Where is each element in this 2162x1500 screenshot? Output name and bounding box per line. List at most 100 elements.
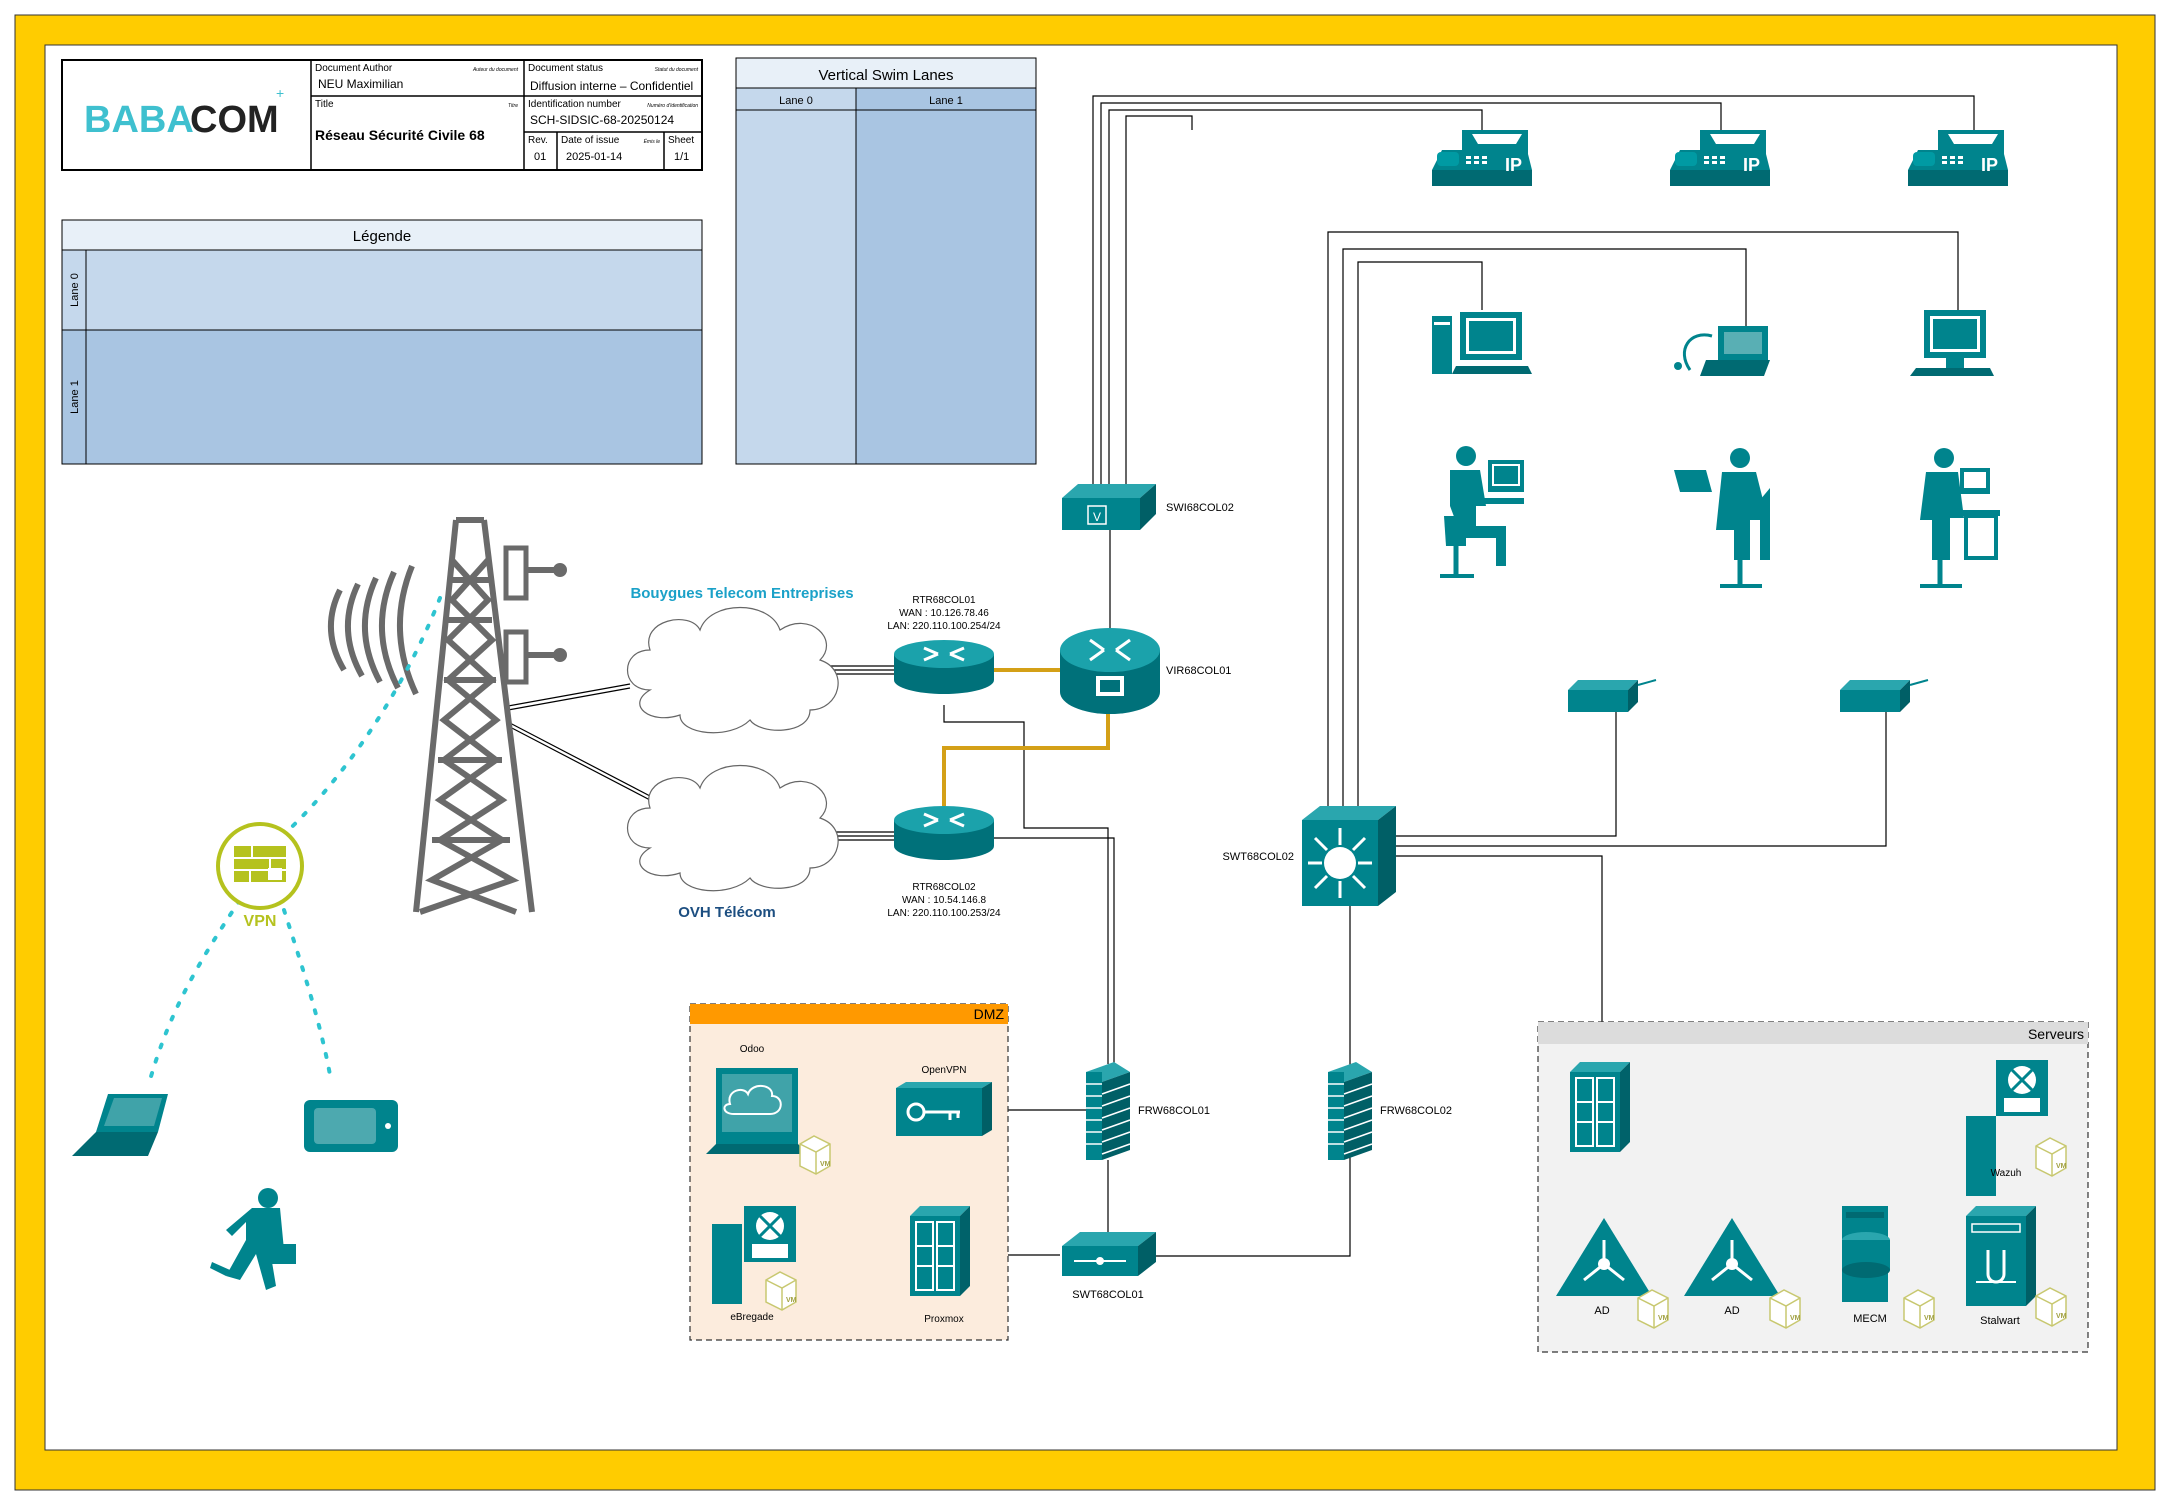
ip-phone-1-text: IP: [1505, 155, 1522, 175]
laptop-headset-icon[interactable]: [1674, 326, 1770, 376]
dmz-zone: DMZ Odoo OpenVPN eBreg: [689, 1003, 1009, 1341]
swim-lane-1-label: Lane 1: [929, 95, 963, 107]
core-switch-swt68col02[interactable]: SWT68COL02: [1222, 806, 1396, 906]
ad2-label: AD: [1724, 1305, 1739, 1317]
babacom-logo: BABA COM +: [84, 85, 284, 141]
rtr2-lan: LAN: 220.110.100.253/24: [887, 908, 1001, 919]
date-label-fr: Émis le: [644, 138, 661, 145]
wan-links: [942, 668, 1110, 806]
date-label: Date of issue: [561, 135, 620, 146]
legend-lane-0: [61, 249, 703, 331]
proxmox-label: Proxmox: [924, 1314, 963, 1325]
title-label-fr: Titre: [508, 103, 518, 109]
swim-lane-1: [855, 87, 1037, 465]
proxmox-server-icon[interactable]: Proxmox: [909, 1205, 971, 1325]
date-value: 2025-01-14: [566, 151, 622, 163]
user-with-laptop-icon: [1674, 448, 1770, 588]
bouygues-label: Bouygues Telecom Entreprises: [630, 585, 853, 602]
vpn-icon: VPN: [216, 822, 304, 930]
ad1-label: AD: [1594, 1305, 1609, 1317]
openvpn-server-icon[interactable]: OpenVPN: [896, 1065, 992, 1136]
ip-phone-2-icon[interactable]: IP: [1670, 130, 1770, 186]
legend-panel: Légende Lane 0 Lane 1: [61, 219, 703, 465]
title-block: BABA COM + Document Author Auteur du doc…: [61, 59, 703, 171]
id-label: Identification number: [528, 99, 622, 110]
ad-server-2-icon[interactable]: AD: [1684, 1218, 1802, 1329]
switch-swi68col02[interactable]: V SWI68COL02: [1062, 484, 1234, 530]
document-title: Réseau Sécurité Civile 68: [315, 127, 485, 143]
rtr2-wan: WAN : 10.54.146.8: [902, 895, 987, 906]
ip-phone-3-icon[interactable]: IP: [1908, 130, 2008, 186]
legend-title: Légende: [353, 228, 411, 245]
ovh-label: OVH Télécom: [678, 904, 776, 921]
logo-text-com: COM: [190, 99, 279, 141]
firewall-frw68col01[interactable]: FRW68COL01: [1085, 1061, 1210, 1161]
status-label-fr: Statut du document: [655, 67, 699, 73]
mecm-server-icon[interactable]: MECM: [1842, 1206, 1936, 1329]
ip-phone-3-text: IP: [1981, 155, 1998, 175]
odoo-label: Odoo: [740, 1044, 765, 1055]
user-at-desk-2-icon: [1920, 448, 2000, 588]
status-value: Diffusion interne – Confidentiel: [530, 79, 693, 93]
status-label: Document status: [528, 63, 603, 74]
workstation-2-icon[interactable]: [1910, 310, 1994, 376]
swt01-label: SWT68COL01: [1072, 1289, 1144, 1301]
tablet-icon: [304, 1100, 398, 1152]
swt02-label: SWT68COL02: [1222, 851, 1294, 863]
servers-zone: Serveurs Wazuh AD AD: [1537, 1021, 2089, 1353]
wazuh-label: Wazuh: [1991, 1168, 2022, 1179]
switch-swt68col01[interactable]: SWT68COL01: [1062, 1232, 1156, 1301]
swim-lanes-panel: Vertical Swim Lanes Lane 0 Lane 1: [735, 57, 1037, 465]
legend-lane-1-label: Lane 1: [69, 380, 81, 414]
author-label: Document Author: [315, 63, 393, 74]
legend-lane-0-label: Lane 0: [69, 273, 81, 307]
logo-text-baba: BABA: [84, 99, 194, 141]
author-value: NEU Maximilian: [318, 77, 403, 91]
ebregade-label: eBregade: [730, 1312, 774, 1323]
logo-plus: +: [276, 85, 284, 101]
rtr1-name: RTR68COL01: [912, 595, 976, 606]
storage-server-icon[interactable]: [1569, 1061, 1631, 1153]
sheet-value: 1/1: [674, 151, 689, 163]
ip-phone-2-text: IP: [1743, 155, 1760, 175]
servers-title: Serveurs: [2028, 1026, 2084, 1042]
radio-tower-icon: [328, 517, 567, 915]
swim-lanes-title: Vertical Swim Lanes: [818, 67, 953, 84]
wireless-links: [148, 596, 442, 1082]
swi-label: SWI68COL02: [1166, 502, 1234, 514]
sheet-label: Sheet: [668, 135, 694, 146]
dmz-title: DMZ: [974, 1006, 1005, 1022]
legend-lane-1: [61, 329, 703, 465]
mobile-worker-icon: [210, 1188, 296, 1290]
voice-router-vir68col01[interactable]: VIR68COL01: [1060, 628, 1231, 714]
title-label: Title: [315, 99, 334, 110]
swim-lane-0-label: Lane 0: [779, 95, 813, 107]
swim-lane-0: [735, 87, 857, 465]
ovh-cloud: OVH Télécom: [626, 764, 839, 921]
stalwart-server-icon[interactable]: Stalwart: [1966, 1206, 2068, 1327]
ip-phone-1-icon[interactable]: IP: [1432, 130, 1532, 186]
odoo-server-icon[interactable]: Odoo: [706, 1044, 832, 1175]
frw02-label: FRW68COL02: [1380, 1105, 1452, 1117]
laptop-icon: [72, 1094, 168, 1156]
openvpn-label: OpenVPN: [921, 1065, 966, 1076]
rtr1-lan: LAN: 220.110.100.254/24: [887, 621, 1001, 632]
stalwart-label: Stalwart: [1980, 1315, 2020, 1327]
id-label-fr: Numéro d'identification: [647, 103, 698, 109]
firewall-frw68col02[interactable]: FRW68COL02: [1327, 1061, 1452, 1161]
mecm-label: MECM: [1853, 1313, 1887, 1325]
ebregade-server-icon[interactable]: eBregade: [712, 1206, 798, 1323]
router-rtr68col01[interactable]: RTR68COL01 WAN : 10.126.78.46 LAN: 220.1…: [887, 595, 1001, 696]
rev-label: Rev.: [528, 135, 548, 146]
router-rtr68col02[interactable]: RTR68COL02 WAN : 10.54.146.8 LAN: 220.11…: [887, 804, 1001, 919]
ad-server-1-icon[interactable]: AD: [1556, 1218, 1670, 1329]
frw01-label: FRW68COL01: [1138, 1105, 1210, 1117]
wazuh-server-icon[interactable]: Wazuh: [1966, 1060, 2068, 1196]
vpn-label: VPN: [244, 913, 277, 930]
rev-value: 01: [534, 151, 546, 163]
rtr1-wan: WAN : 10.126.78.46: [899, 608, 989, 619]
id-value: SCH-SIDSIC-68-20250124: [530, 113, 674, 127]
svg-text:V: V: [1093, 510, 1101, 524]
vir-label: VIR68COL01: [1166, 665, 1231, 677]
